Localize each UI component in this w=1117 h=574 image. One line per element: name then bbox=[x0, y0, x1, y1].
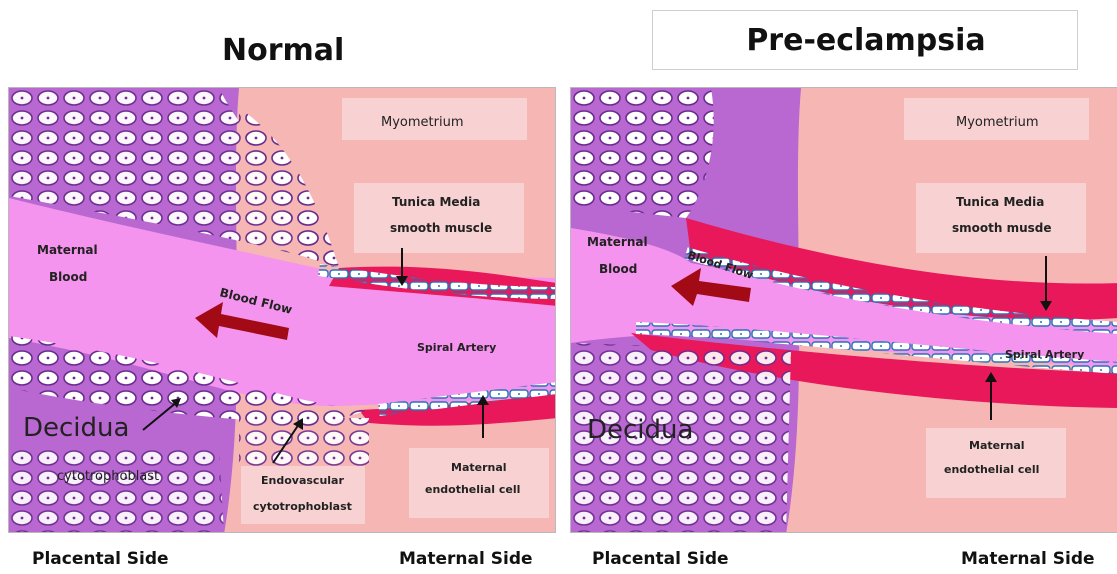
label-tunica-1: Tunica Media bbox=[392, 195, 480, 209]
label-myometrium: Myometrium bbox=[381, 115, 463, 130]
label-maternal-blood-1: Maternal bbox=[587, 235, 648, 249]
tunica-box bbox=[916, 183, 1086, 253]
cells-upper bbox=[571, 88, 714, 218]
label-maternal-blood-2: Blood bbox=[599, 262, 637, 276]
maternal-side-normal: Maternal Side bbox=[399, 549, 533, 569]
placental-side-normal: Placental Side bbox=[32, 549, 169, 569]
label-tunica-2: smooth muscle bbox=[390, 221, 492, 235]
label-maternal-blood-2: Blood bbox=[49, 270, 87, 284]
label-cytotrophoblast: cytotrophoblast bbox=[57, 469, 159, 484]
label-maternal-endo-1: Maternal bbox=[969, 439, 1025, 452]
label-maternal-blood-1: Maternal bbox=[37, 243, 98, 257]
label-myometrium: Myometrium bbox=[956, 115, 1038, 130]
cells-endovascular bbox=[239, 418, 369, 468]
label-decidua: Decidua bbox=[23, 413, 129, 443]
preeclampsia-panel: Myometrium Tunica Media smooth musde Mat… bbox=[570, 87, 1117, 533]
tunica-box bbox=[354, 183, 524, 253]
label-endovascular-2: cytotrophoblast bbox=[253, 500, 352, 513]
label-maternal-endo-2: endothelial cell bbox=[944, 463, 1039, 476]
maternal-side-pre: Maternal Side bbox=[961, 549, 1095, 569]
label-spiral-artery: Spiral Artery bbox=[417, 341, 496, 354]
normal-diagram: Myometrium Tunica Media smooth muscle Ma… bbox=[9, 88, 556, 533]
label-decidua: Decidua bbox=[587, 415, 693, 445]
label-maternal-endo-2: endothelial cell bbox=[425, 483, 520, 496]
label-spiral-artery: Spiral Artery bbox=[1005, 348, 1084, 361]
normal-panel: Myometrium Tunica Media smooth muscle Ma… bbox=[8, 87, 556, 533]
label-maternal-endo-1: Maternal bbox=[451, 461, 507, 474]
title-preeclampsia: Pre-eclampsia bbox=[653, 23, 1079, 58]
title-preeclampsia-box: Pre-eclampsia bbox=[652, 10, 1078, 70]
title-normal: Normal bbox=[222, 33, 344, 68]
preeclampsia-diagram: Myometrium Tunica Media smooth musde Mat… bbox=[571, 88, 1117, 533]
cells-decidua bbox=[9, 448, 224, 533]
label-tunica-1: Tunica Media bbox=[956, 195, 1044, 209]
placental-side-pre: Placental Side bbox=[592, 549, 729, 569]
label-tunica-2: smooth musde bbox=[952, 221, 1052, 235]
label-endovascular-1: Endovascular bbox=[261, 474, 344, 487]
